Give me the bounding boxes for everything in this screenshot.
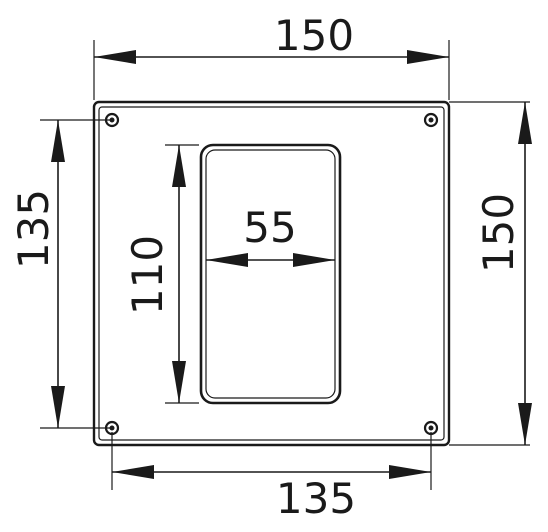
cutout-outline: [199, 143, 342, 405]
dimension-cutout-height: 110: [123, 144, 199, 404]
label-bottom-hole-spacing: 135: [276, 474, 356, 523]
label-cutout-height: 110: [123, 235, 172, 315]
dimension-top-width: 150: [93, 11, 450, 100]
label-left-hole-spacing: 135: [9, 189, 58, 269]
mounting-hole-top-right: [423, 112, 439, 128]
plate-inner-edge: [98, 106, 445, 441]
label-top-width: 150: [274, 11, 354, 60]
dimension-cutout-width: 55: [206, 203, 335, 267]
label-cutout-width: 55: [243, 203, 296, 252]
dimension-left-hole-spacing: 135: [9, 119, 110, 429]
plate-outline: [92, 100, 451, 447]
dimension-right-height: 150: [449, 101, 532, 446]
dimension-bottom-hole-spacing: 135: [111, 432, 432, 523]
cutout-inner-edge: [205, 149, 336, 399]
label-right-height: 150: [474, 193, 523, 273]
